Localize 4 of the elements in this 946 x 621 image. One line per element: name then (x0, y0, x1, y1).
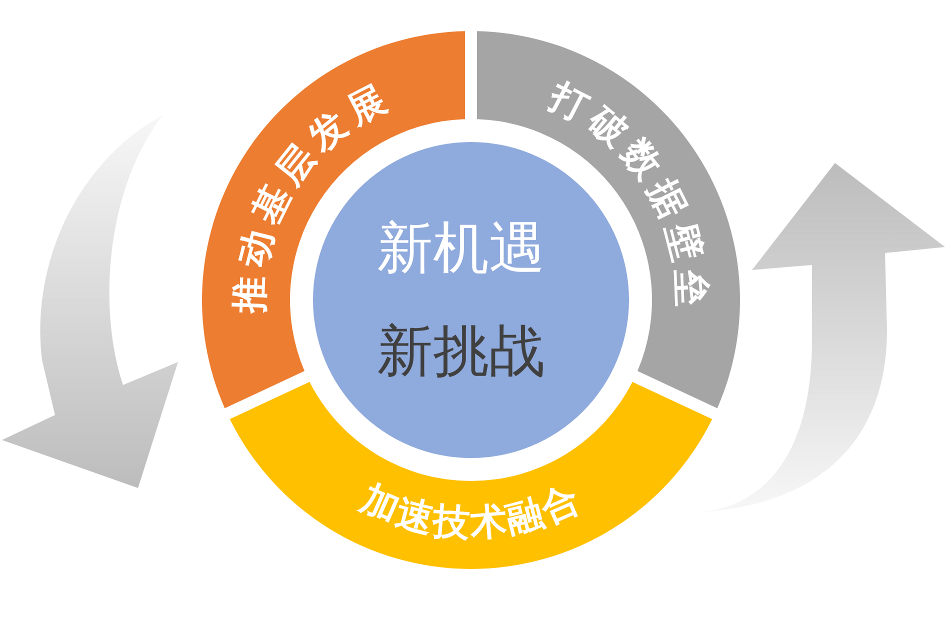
segment-label: 打破数据壁垒 (542, 74, 714, 314)
circle-label: 新挑战 (377, 318, 545, 385)
ring-segment (229, 381, 713, 569)
segment-label: 加速技术融合 (354, 476, 588, 546)
